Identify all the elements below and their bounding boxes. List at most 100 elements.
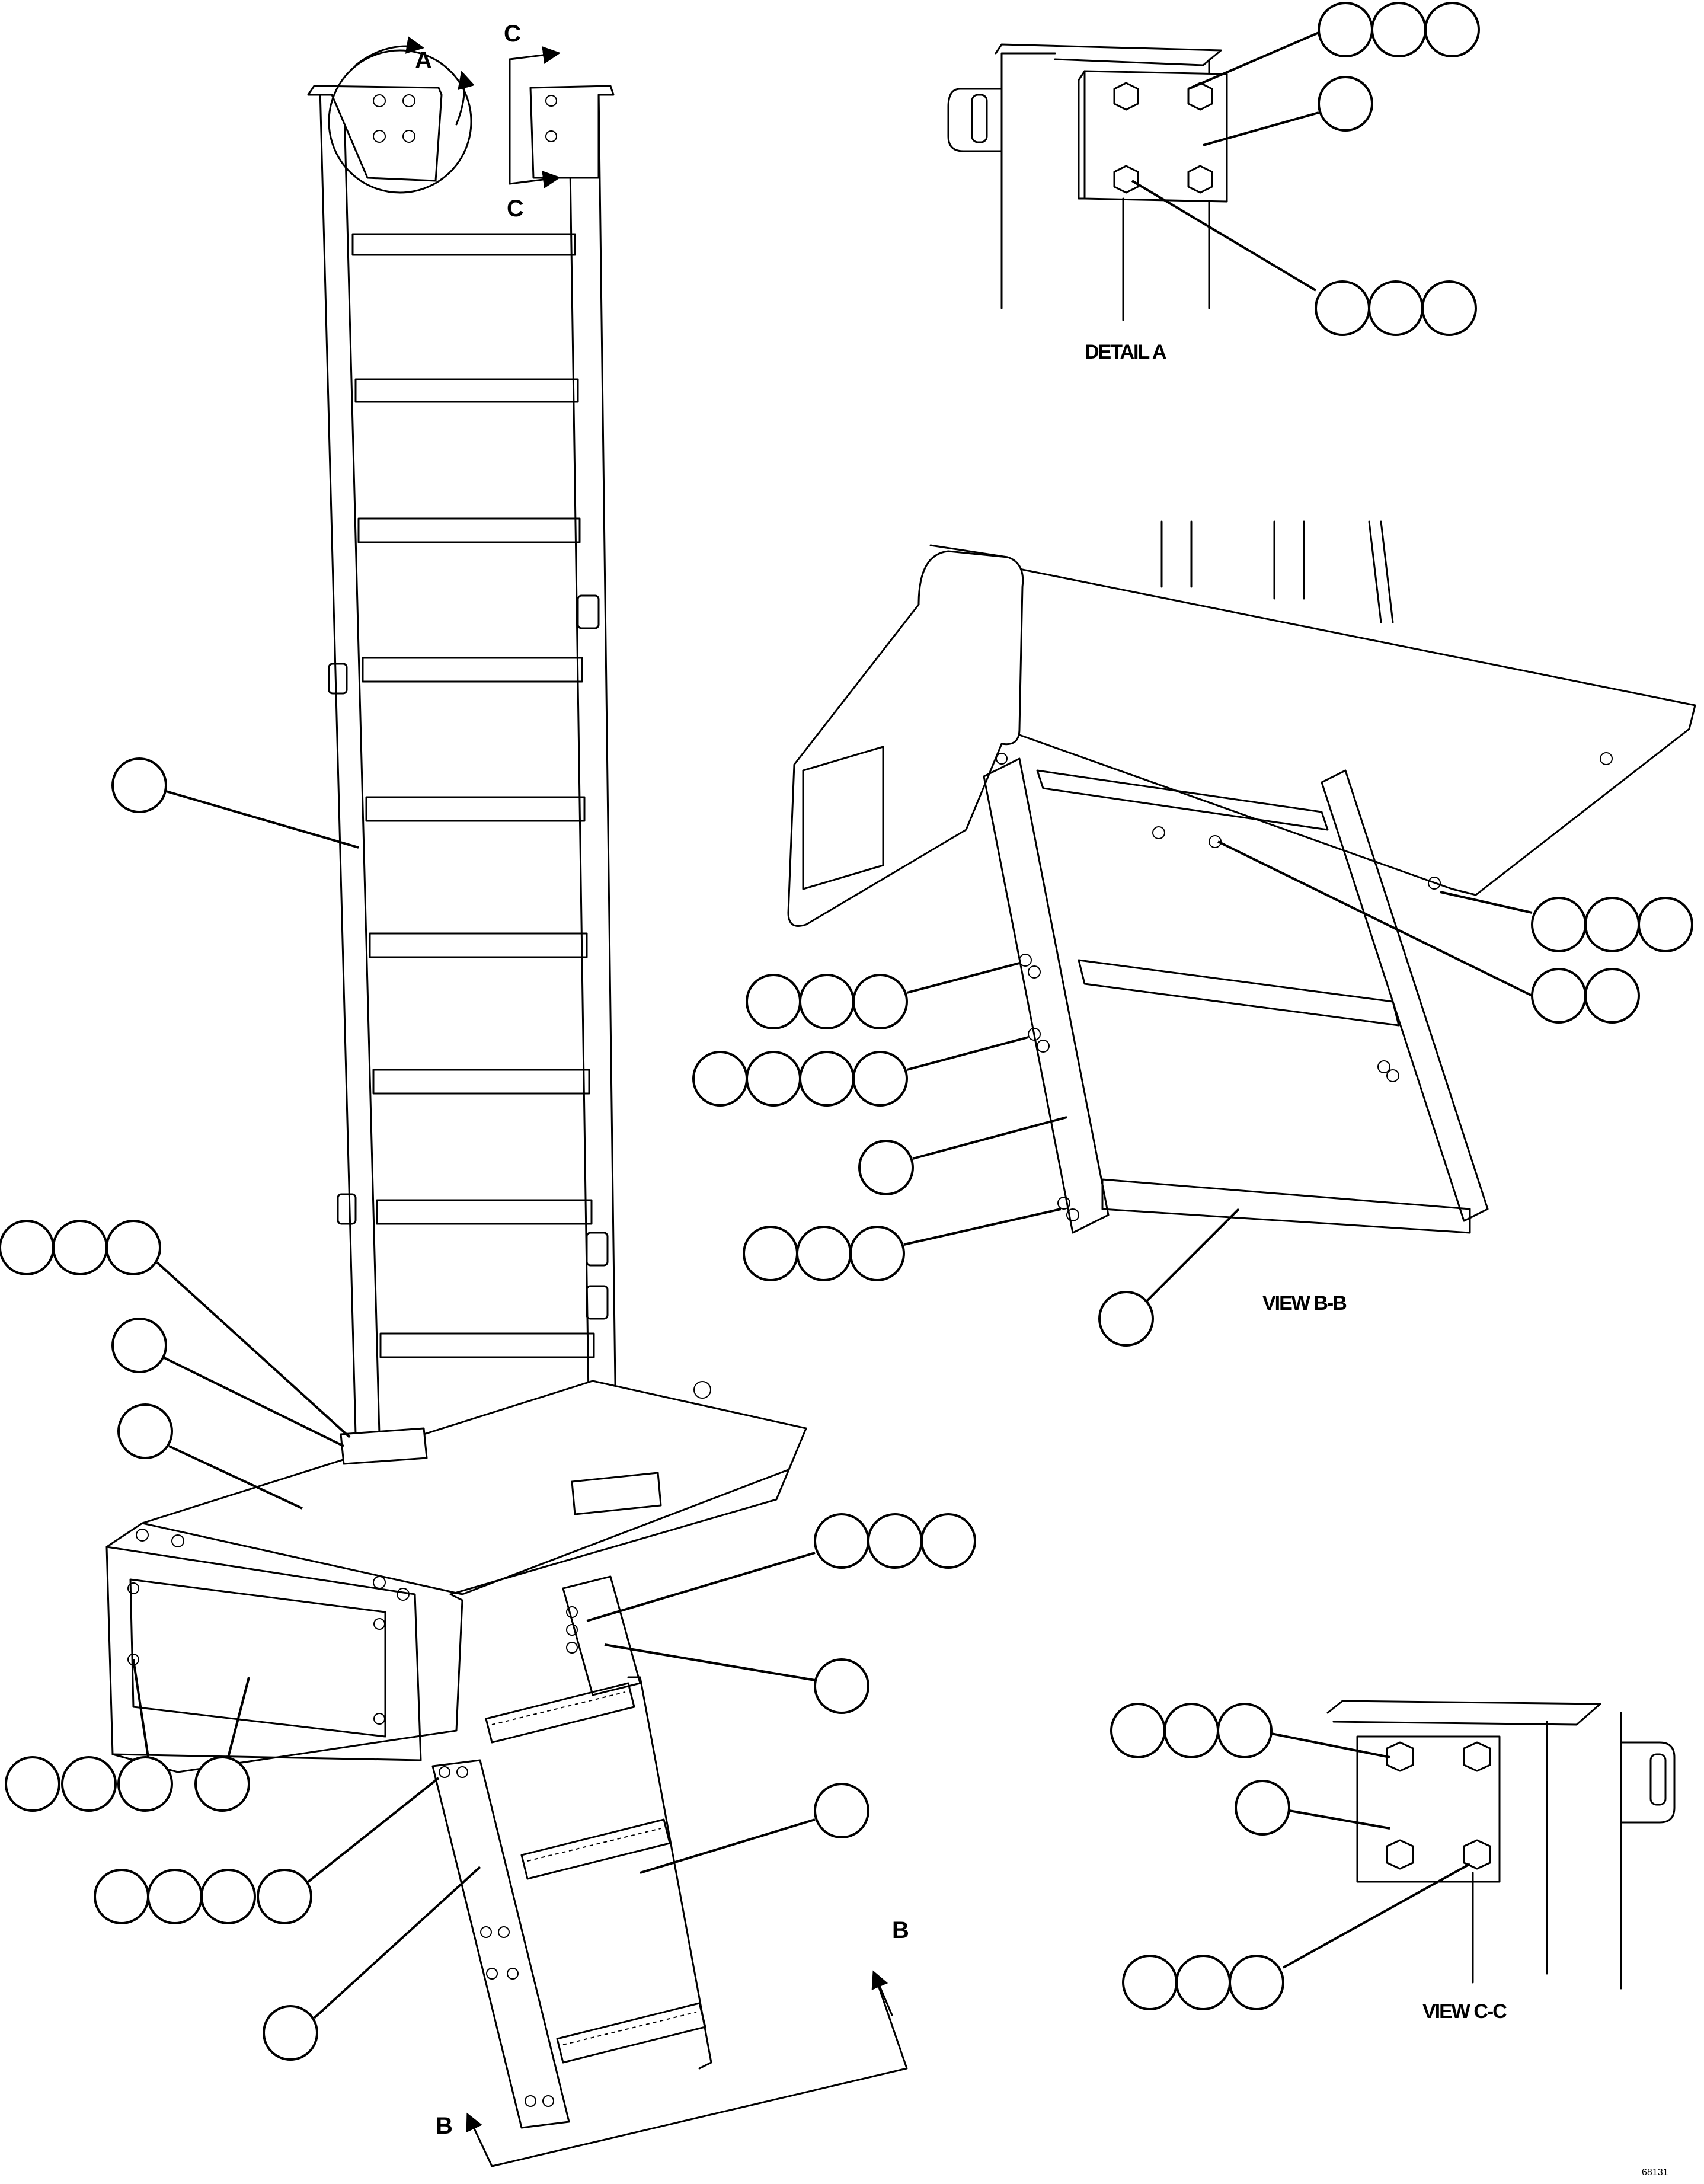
- view-bb-left-stringer: [983, 757, 1110, 1234]
- callout-bubble: [1531, 897, 1587, 952]
- section-b-left-label: B: [436, 2113, 453, 2139]
- callout-bubble: [117, 1756, 173, 1812]
- stair-hanger: [562, 1575, 641, 1696]
- detail-a-tab: [947, 88, 1003, 152]
- callout-bubble: [1229, 1955, 1284, 2010]
- view-bb-top-frame: [929, 544, 1696, 896]
- callout-bubble: [1318, 2, 1373, 57]
- callout-bubble: [1368, 280, 1424, 336]
- callout-bubble: [1098, 1291, 1154, 1347]
- cap-bolts-left: [373, 94, 415, 143]
- callout-bubble: [799, 974, 855, 1029]
- section-bb-line: [491, 1972, 908, 2167]
- ladder-right-rail: [568, 88, 618, 1477]
- view-cc: [1326, 1700, 1676, 1990]
- callout-bubble: [1235, 1780, 1290, 1836]
- view-bb: [787, 520, 1696, 1234]
- view-bb-backstructure: [1160, 520, 1394, 623]
- section-cc-arrow-top: [509, 46, 561, 64]
- callout-bubble: [1638, 897, 1693, 952]
- callout-bubbles: [0, 2, 1693, 2061]
- detail-a-arrow: [354, 36, 424, 66]
- callout-bubble: [746, 1051, 801, 1107]
- ladder-right-foot: [571, 1472, 662, 1515]
- callout-bubble: [1424, 2, 1480, 57]
- callout-bubble: [867, 1513, 923, 1569]
- figure-number: 68131: [1642, 2167, 1668, 2177]
- view-bb-right-stringer: [1321, 769, 1489, 1222]
- ladder-left-foot: [340, 1427, 428, 1465]
- stair-left-stringer: [431, 1759, 570, 2129]
- callout-bubble: [147, 1869, 203, 1924]
- callout-bubble: [263, 2005, 318, 2061]
- callout-bubble: [1584, 968, 1640, 1024]
- callout-bubble: [61, 1756, 117, 1812]
- callout-bubble: [1318, 76, 1373, 132]
- callout-bubble: [194, 1756, 250, 1812]
- callout-bubble: [52, 1220, 108, 1275]
- main-ladder-assembly: [105, 36, 908, 2167]
- detail-a-post: [1000, 52, 1056, 309]
- callout-bubble: [111, 757, 167, 813]
- platform-bolts: [127, 1381, 711, 1725]
- callout-bubble: [1371, 2, 1427, 57]
- callout-bubble: [257, 1869, 312, 1924]
- callout-bubble: [117, 1403, 173, 1459]
- callout-bubble: [849, 1226, 905, 1281]
- detail-a-arrow-2: [455, 71, 475, 126]
- section-b-right-label: B: [892, 1917, 909, 1943]
- section-bb-arrow-left: [466, 2112, 493, 2167]
- cap-bolts-right: [545, 95, 557, 142]
- callout-bubble: [1110, 1703, 1166, 1758]
- section-a-label: A: [415, 47, 432, 73]
- platform-deck: [105, 1380, 807, 1773]
- callout-bubble: [852, 974, 908, 1029]
- callout-bubble: [1531, 968, 1587, 1024]
- ladder-top-cap-left: [307, 85, 443, 182]
- stair-bolts: [439, 1606, 578, 2107]
- callout-bubble: [852, 1051, 908, 1107]
- view-cc-label: VIEW C-C: [1422, 2000, 1507, 2023]
- stair-right-stringer: [627, 1676, 712, 2070]
- callout-bubble: [858, 1140, 914, 1195]
- ladder-top-cap-right: [529, 85, 615, 179]
- detail-a-cap: [995, 43, 1222, 66]
- detail-a-bolts: [1113, 82, 1213, 194]
- platform-front-face: [105, 1546, 422, 1761]
- callout-bubble: [814, 1513, 869, 1569]
- view-bb-platform-end: [787, 550, 1024, 927]
- callout-bubble: [111, 1318, 167, 1373]
- view-bb-mid-rung: [1078, 959, 1400, 1027]
- callout-bubble: [814, 1658, 869, 1714]
- platform-top-edge: [141, 1469, 789, 1595]
- callout-bubble: [746, 974, 801, 1029]
- detail-a-circle: [328, 49, 472, 194]
- callout-bubble: [814, 1783, 869, 1838]
- ladder-left-rail: [319, 88, 381, 1435]
- view-bb-bolts: [996, 752, 1613, 1221]
- view-cc-post: [1546, 1712, 1622, 1990]
- callout-bubble: [796, 1226, 852, 1281]
- callout-bubble: [1421, 280, 1477, 336]
- ladder-rungs: [351, 233, 595, 1358]
- callout-bubble: [0, 1220, 55, 1275]
- view-cc-cap: [1326, 1700, 1601, 1726]
- view-bb-bottom-tread: [1101, 1178, 1471, 1234]
- detail-a-view: [947, 43, 1228, 321]
- callout-bubble: [1122, 1955, 1178, 2010]
- stair-treads: [485, 1682, 706, 2064]
- callout-bubble: [920, 1513, 976, 1569]
- callout-bubble: [799, 1051, 855, 1107]
- view-bb-upper-tread: [1036, 769, 1329, 831]
- callout-bubble: [5, 1756, 60, 1812]
- callout-bubble: [105, 1220, 161, 1275]
- view-bb-label: VIEW B-B: [1262, 1292, 1347, 1315]
- callout-bubble: [1163, 1703, 1219, 1758]
- section-c-bottom-label: C: [507, 196, 524, 222]
- callout-bubble: [1315, 280, 1370, 336]
- view-cc-tab: [1620, 1741, 1676, 1824]
- callout-bubble: [1217, 1703, 1273, 1758]
- callout-bubble: [94, 1869, 149, 1924]
- callout-bubble: [743, 1226, 798, 1281]
